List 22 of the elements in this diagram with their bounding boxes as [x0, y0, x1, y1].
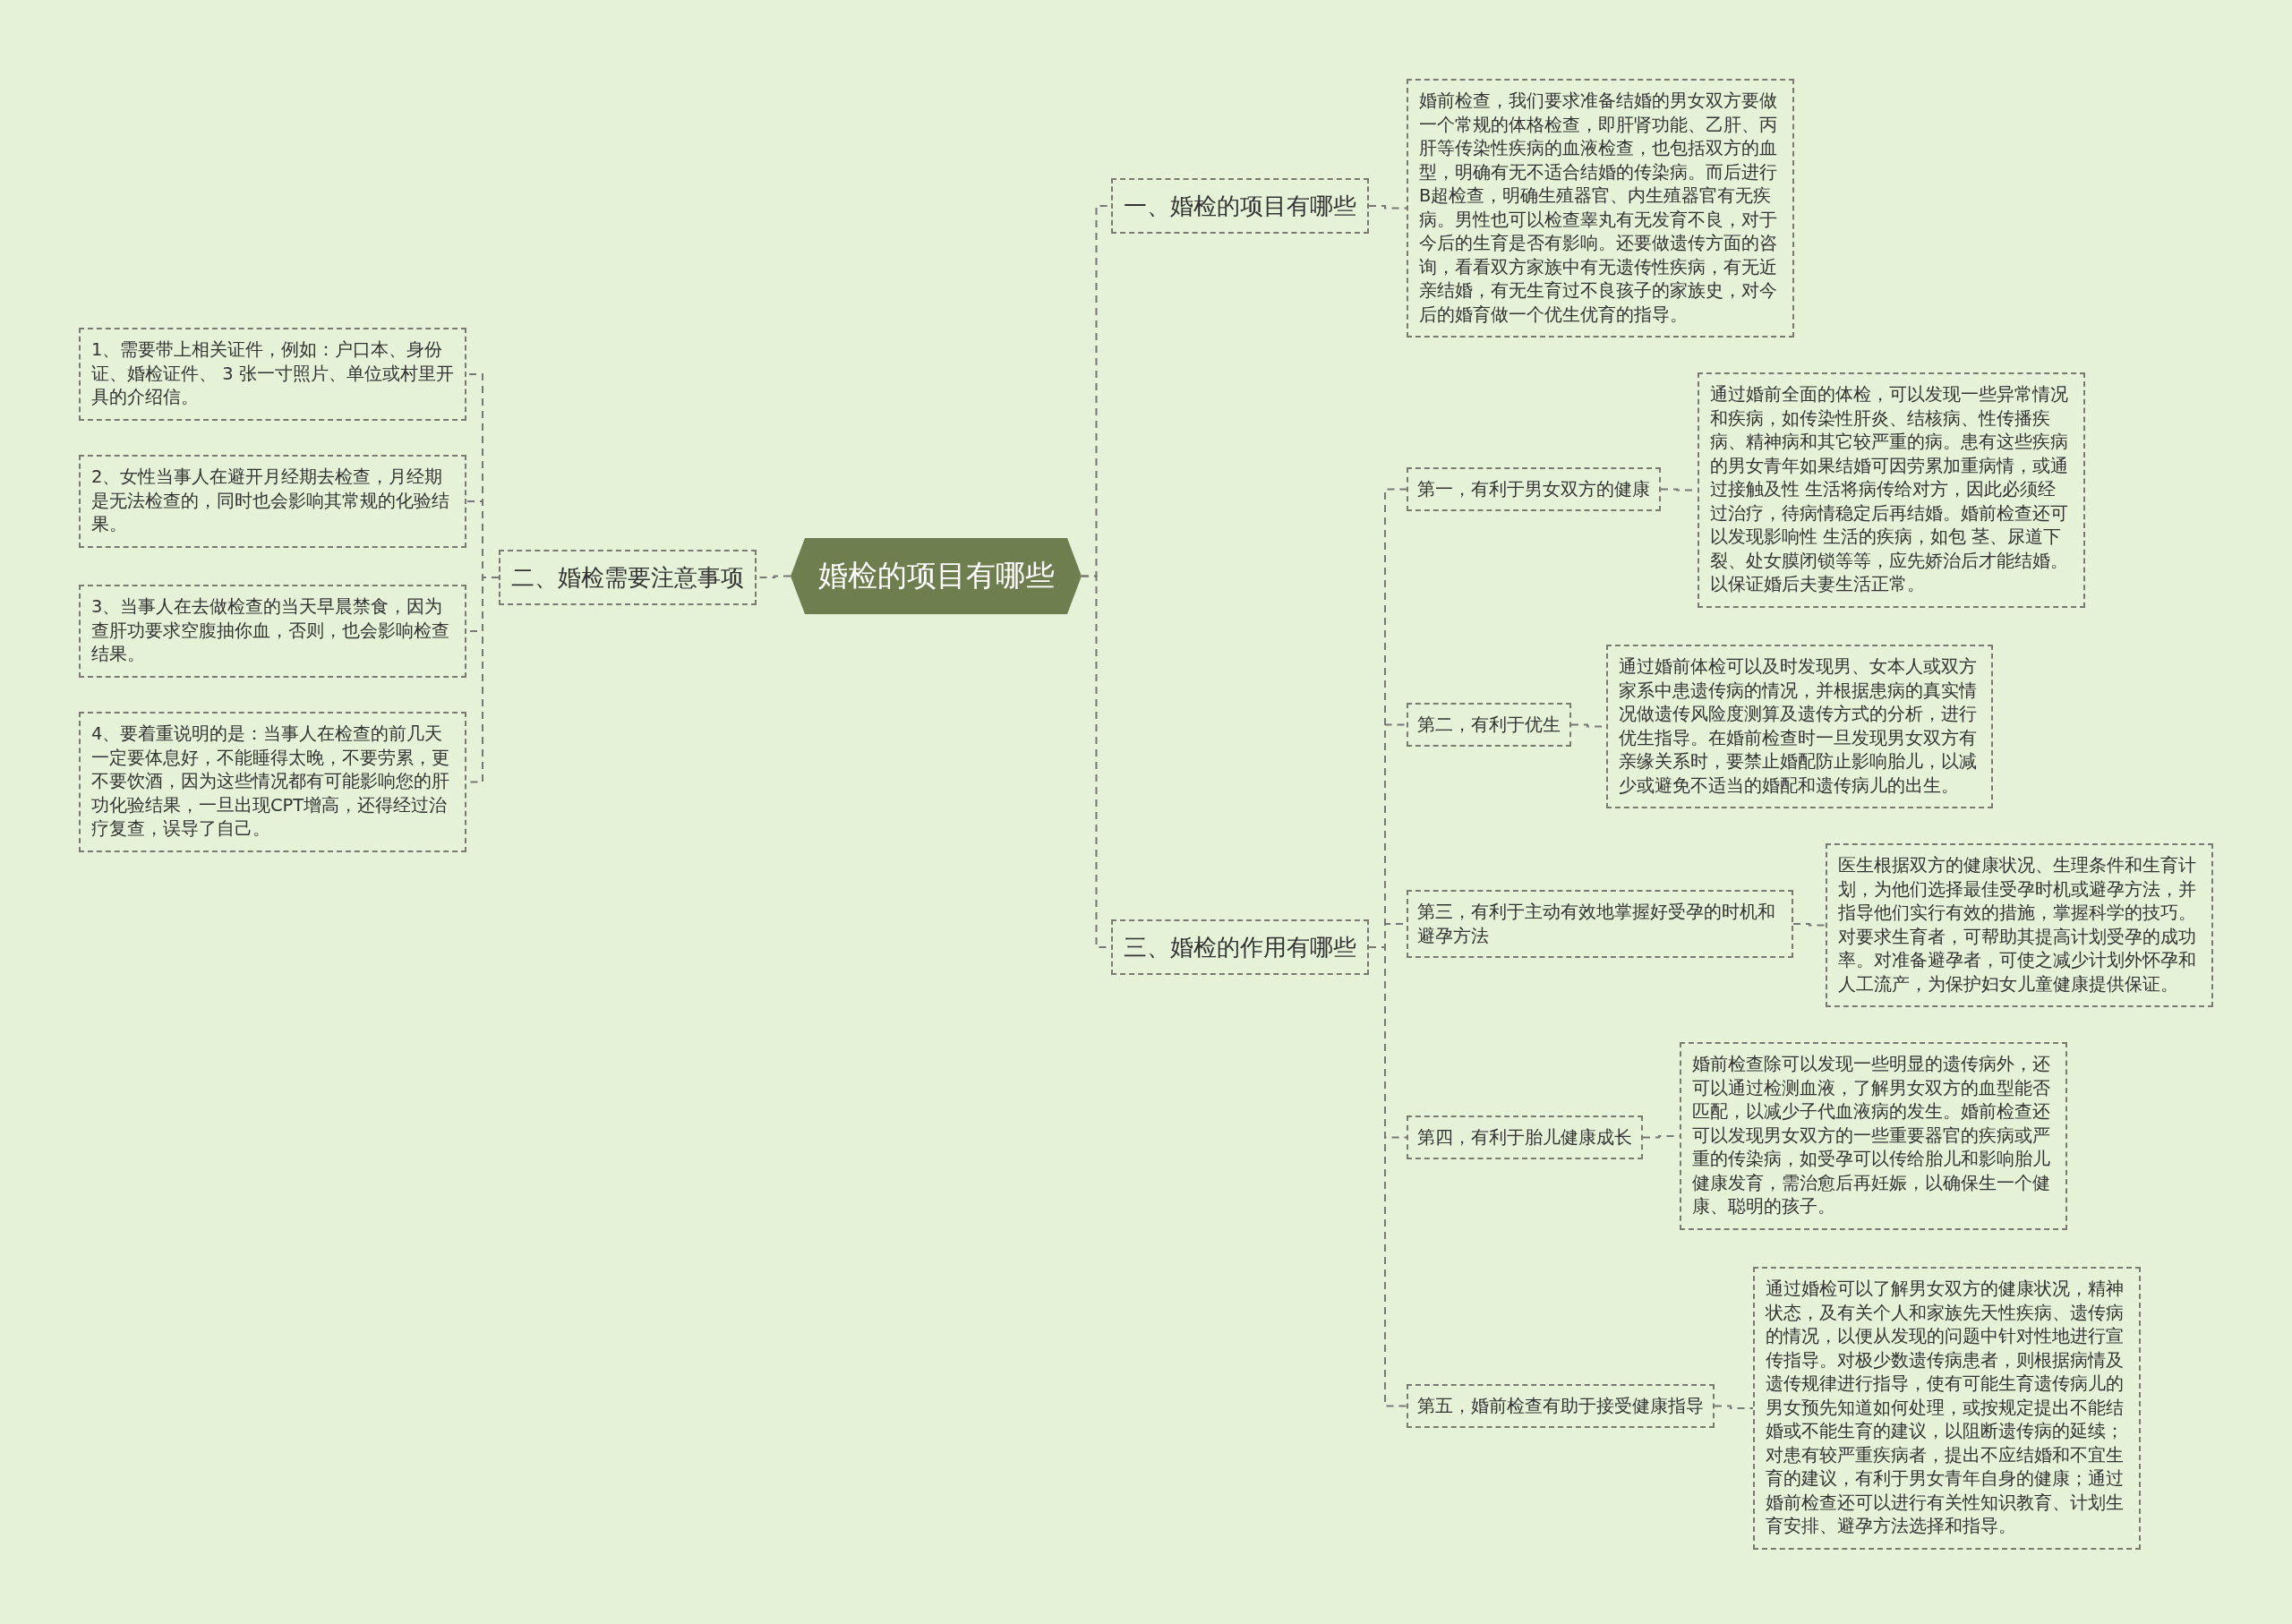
subtopic-box: 第五，婚前检查有助于接受健康指导 [1407, 1384, 1715, 1428]
text-card: 通过婚前体检可以及时发现男、女本人或双方家系中患遗传病的情况，并根据患病的真实情况做遗传风险度测算及遗传方式的分析，进行优生指导。在婚前检查时一旦发现男女双方有亲缘关系时，要禁止婚配防止影响胎儿，以减少或避免不适当的婚配和遗传病儿的出生。 [1606, 645, 1993, 808]
central-topic: 婚检的项目有哪些 [791, 538, 1082, 614]
text-card: 通过婚检可以了解男女双方的健康状况，精神状态，及有关个人和家族先天性疾病、遗传病的情况，以便从发现的问题中针对性地进行宣传指导。对极少数遗传病患者，则根据病情及遗传规律进行指导，使有可能生育遗传病儿的男女预先知道如何处理，或按规定提出不能结婚或不能生育的建议，以阻断遗传病的延续；对患有较严重疾病者，提出不应结婚和不宜生育的建议，有利于男女青年自身的健康；通过婚前检查还可以进行有关性知识教育、计划生育安排、避孕方法选择和指导。 [1753, 1267, 2141, 1550]
subtopic-box: 第一，有利于男女双方的健康 [1407, 467, 1661, 511]
text-card: 婚前检查，我们要求准备结婚的男女双方要做一个常规的体格检查，即肝肾功能、乙肝、丙肝等传染性疾病的血液检查，也包括双方的血型，明确有无不适合结婚的传染病。而后进行B超检查，明确生殖器官、内生殖器官有无疾病。男性也可以检查睾丸有无发育不良，对于今后的生育是否有影响。还要做遗传方面的咨询，看看双方家族中有无遗传性疾病，有无近亲结婚，有无生育过不良孩子的家族史，对今后的婚育做一个优生优育的指导。 [1407, 79, 1794, 338]
subtopic-box: 第三，有利于主动有效地掌握好受孕的时机和避孕方法 [1407, 890, 1793, 958]
subtopic-box: 第二，有利于优生 [1407, 703, 1571, 747]
text-card: 1、需要带上相关证件，例如：户口本、身份证、婚检证件、 3 张一寸照片、单位或村里开具的介绍信。 [79, 328, 466, 421]
connector-line [1368, 205, 1407, 209]
text-card: 通过婚前全面的体检，可以发现一些异常情况和疾病，如传染性肝炎、结核病、性传播疾病、精神病和其它较严重的病。患有这些疾病的男女青年如果结婚可因劳累加重病情，或通过接触及性 生活将病传给对方，因此必须经过治疗，待病情稳定后再结婚。婚前检查还可以发现影响性 生活的疾病，如包 茎、尿道下裂、处女膜闭锁等等，应先娇治后才能结婚。以保证婚后夫妻生活正常。 [1698, 372, 2085, 608]
text-card: 3、当事人在去做检查的当天早晨禁食，因为查肝功要求空腹抽你血，否则，也会影响检查结果。 [79, 585, 466, 678]
text-card: 医生根据双方的健康状况、生理条件和生育计划，为他们选择最佳受孕时机或避孕方法，并指导他们实行有效的措施，掌握科学的技巧。对要求生育者，可帮助其提高计划受孕的成功率。对准备避孕者，可使之减少计划外怀孕和人工流产，为保护妇女儿童健康提供保证。 [1826, 843, 2213, 1007]
connector-line [1714, 1405, 1754, 1409]
text-card: 婚前检查除可以发现一些明显的遗传病外，还可以通过检测血液，了解男女双方的血型能否匹配，以减少子代血液病的发生。婚前检查还可以发现男女双方的一些重要器官的疾病或严重的传染病，如受孕可以传给胎儿和影响胎儿健康发育，需治愈后再妊娠，以确保生一个健康、聪明的孩子。 [1680, 1042, 2067, 1230]
text-card: 2、女性当事人在避开月经期去检查，月经期是无法检查的，同时也会影响其常规的化验结果。 [79, 455, 466, 548]
branch-topic: 三、婚检的作用有哪些 [1111, 919, 1369, 975]
text-card: 4、要着重说明的是：当事人在检查的前几天一定要体息好，不能睡得太晚，不要劳累，更不要饮酒，因为这些情况都有可能影响您的肝功化验结果，一旦出现CPT增高，还得经过治疗复查，误导了自己。 [79, 712, 466, 852]
branch-topic: 二、婚检需要注意事项 [499, 550, 757, 605]
connector-line [1792, 923, 1826, 927]
branch-topic: 一、婚检的项目有哪些 [1111, 178, 1369, 234]
subtopic-box: 第四，有利于胎儿健康成长 [1407, 1115, 1643, 1159]
